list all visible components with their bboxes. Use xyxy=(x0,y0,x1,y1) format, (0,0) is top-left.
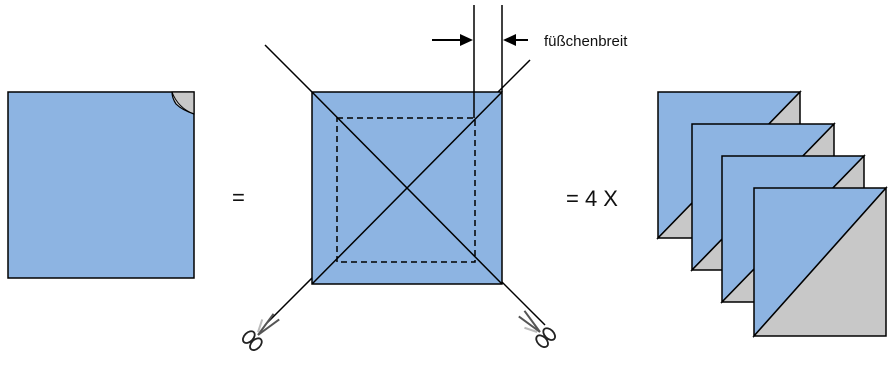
equals-sign: = xyxy=(232,185,245,210)
arrow-right-icon xyxy=(432,34,473,46)
hst-square-4 xyxy=(752,186,888,338)
scissors-icon xyxy=(518,310,556,348)
fabric-square xyxy=(7,91,195,279)
seam-line-dashed xyxy=(336,117,476,263)
seam-width-label: füßchenbreit xyxy=(544,33,628,50)
result-squares-stack xyxy=(656,90,888,338)
cut-diagram: füßchenbreit xyxy=(242,5,628,351)
result-equation: = 4 X xyxy=(566,186,618,211)
fabric-square-group xyxy=(7,91,195,279)
arrow-left-icon xyxy=(503,34,528,46)
scissors-icon xyxy=(242,313,280,351)
